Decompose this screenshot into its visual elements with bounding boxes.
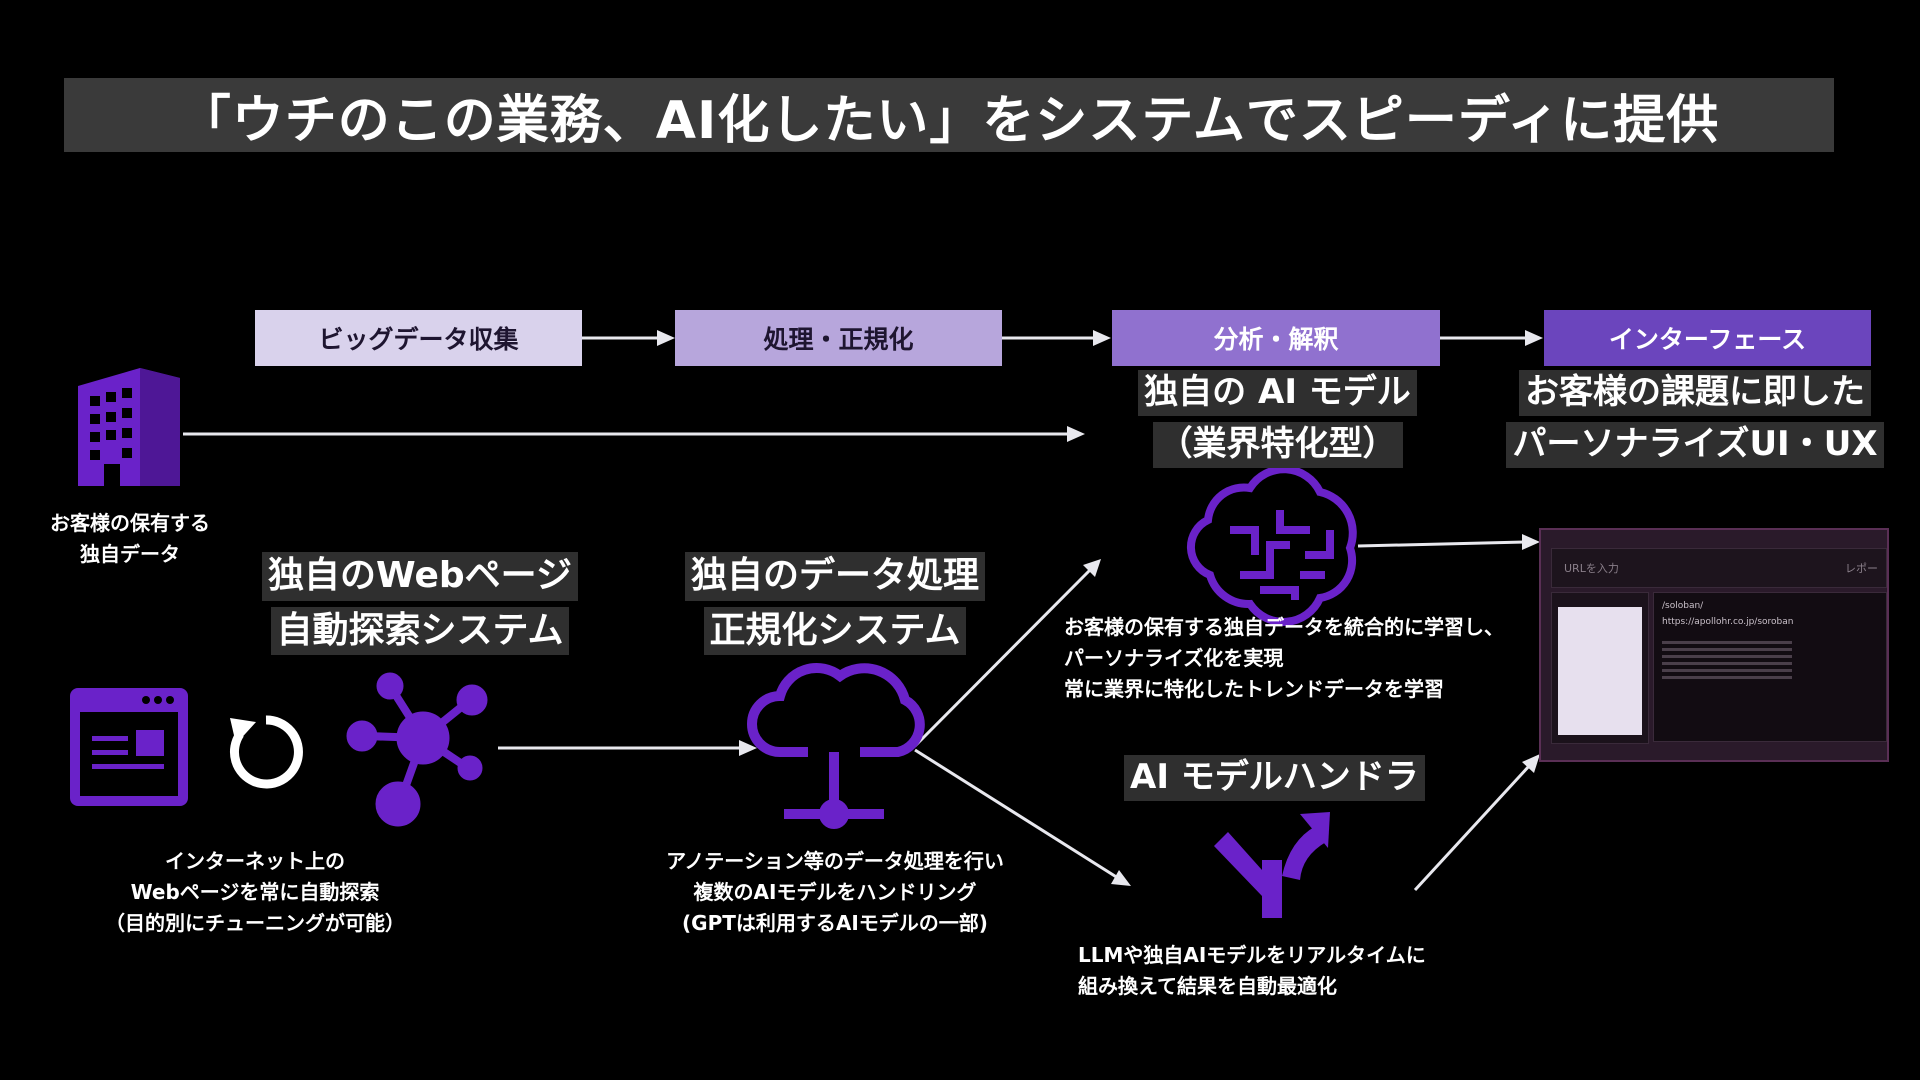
stage-arrow-2 xyxy=(1002,330,1111,346)
caption-line: 独自データ xyxy=(80,542,180,566)
model-handler-heading: AI モデルハンドラ xyxy=(1124,755,1425,801)
heading-line: AI モデルハンドラ xyxy=(1124,755,1425,801)
caption-line: 常に業界に特化したトレンドデータを学習 xyxy=(1064,677,1444,701)
detail-text-lines xyxy=(1662,641,1792,679)
building-icon xyxy=(78,368,180,486)
interface-screenshot: URLを入力 レポー /soloban/ https://apollohr.co… xyxy=(1539,528,1889,762)
caption-line: (GPTは利用するAIモデルの一部) xyxy=(682,911,988,935)
ai-model-caption: お客様の保有する独自データを統合的に学習し、 パーソナライズ化を実現 常に業界に… xyxy=(1064,612,1504,705)
data-processing-heading: 独自のデータ処理 正規化システム xyxy=(670,552,1000,661)
handler-to-interface-arrow xyxy=(1413,754,1540,892)
stage-arrow-3 xyxy=(1440,330,1543,346)
preview-pane xyxy=(1551,592,1649,744)
caption-line: LLMや独自AIモデルをリアルタイムに xyxy=(1078,943,1426,967)
stage-interface: インターフェース xyxy=(1544,310,1871,366)
brain-circuit-icon xyxy=(1186,465,1357,626)
caption-line: Webページを常に自動探索 xyxy=(130,880,380,904)
web-system-heading: 独自のWebページ 自動探索システム xyxy=(260,552,580,661)
fork-arrow-icon xyxy=(1214,812,1330,918)
page-path: /soloban/ xyxy=(1662,601,1704,611)
heading-line: （業界特化型） xyxy=(1152,421,1403,468)
detail-pane: /soloban/ https://apollohr.co.jp/soroban xyxy=(1653,592,1887,742)
url-bar: URLを入力 レポー xyxy=(1551,548,1887,588)
heading-line: 独自のデータ処理 xyxy=(684,552,985,601)
heading-line: 独自のWebページ xyxy=(262,552,578,601)
stage-arrow-1 xyxy=(582,330,675,346)
heading-line: 正規化システム xyxy=(703,606,967,656)
caption-line: （目的別にチューニングが可能） xyxy=(105,911,405,935)
page-thumbnail xyxy=(1558,607,1642,735)
data-processing-caption: アノテーション等のデータ処理を行い 複数のAIモデルをハンドリング (GPTは利… xyxy=(645,846,1025,939)
processing-to-handler-arrow xyxy=(914,748,1131,886)
page-title: 「ウチのこの業務、AI化したい」をシステムでスピーディに提供 xyxy=(64,78,1834,152)
caption-line: お客様の保有する独自データを統合的に学習し、 xyxy=(1064,615,1504,639)
caption-line: インターネット上の xyxy=(165,849,345,873)
stage-big-data-collection: ビッグデータ収集 xyxy=(255,310,582,366)
customer-data-arrow xyxy=(183,426,1085,442)
browser-window-icon xyxy=(70,688,188,806)
ai-model-heading: 独自の AI モデル （業界特化型） xyxy=(1100,370,1455,474)
caption-line: 複数のAIモデルをハンドリング xyxy=(693,880,977,904)
caption-line: 組み換えて結果を自動最適化 xyxy=(1078,974,1337,998)
heading-line: パーソナライズUI・UX xyxy=(1506,421,1884,468)
url-placeholder: URLを入力 xyxy=(1564,562,1619,575)
heading-line: 独自の AI モデル xyxy=(1138,370,1417,416)
stage-analysis-interpretation: 分析・解釈 xyxy=(1112,310,1440,366)
stage-processing-normalization: 処理・正規化 xyxy=(675,310,1002,366)
report-tab: レポー xyxy=(1845,562,1878,575)
cloud-network-icon xyxy=(747,662,925,829)
heading-line: 自動探索システム xyxy=(270,606,570,656)
caption-line: アノテーション等のデータ処理を行い xyxy=(666,849,1004,873)
web-to-processing-arrow xyxy=(498,740,757,756)
network-hub-icon xyxy=(346,672,488,827)
model-to-interface-arrow xyxy=(1357,534,1540,550)
model-handler-caption: LLMや独自AIモデルをリアルタイムに 組み換えて結果を自動最適化 xyxy=(1078,940,1426,1002)
processing-to-model-arrow xyxy=(913,559,1101,748)
web-system-caption: インターネット上の Webページを常に自動探索 （目的別にチューニングが可能） xyxy=(90,846,420,939)
heading-line: お客様の課題に即した xyxy=(1519,370,1871,416)
caption-line: パーソナライズ化を実現 xyxy=(1064,646,1284,670)
customer-data-caption: お客様の保有する 独自データ xyxy=(30,508,230,570)
page-url: https://apollohr.co.jp/soroban xyxy=(1662,617,1794,627)
caption-line: お客様の保有する xyxy=(50,511,210,535)
refresh-icon xyxy=(229,715,303,789)
interface-heading: お客様の課題に即した パーソナライズUI・UX xyxy=(1500,370,1890,474)
